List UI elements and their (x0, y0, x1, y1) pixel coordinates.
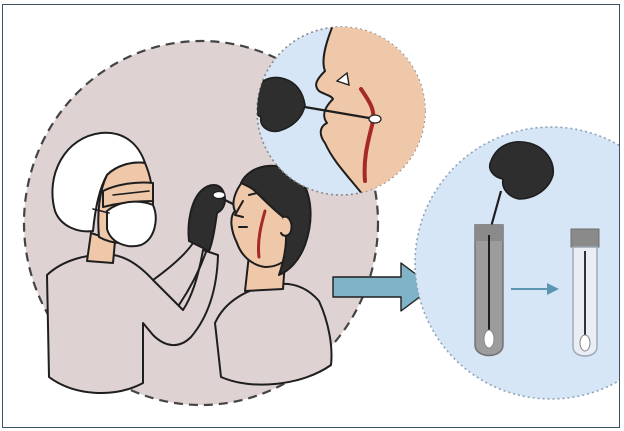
nasopharyngeal-zoom (253, 25, 443, 195)
face-mask (107, 202, 156, 247)
transport-tubes (415, 127, 620, 399)
swab-procedure-illustration (3, 5, 620, 428)
figure-frame (2, 4, 620, 428)
tube-sealed (571, 229, 599, 356)
swab-tip-sealed (580, 335, 590, 351)
tube-with-swab (475, 225, 503, 356)
swab-tip-in-tube (484, 330, 494, 348)
zoom-swab-tip (369, 115, 381, 123)
